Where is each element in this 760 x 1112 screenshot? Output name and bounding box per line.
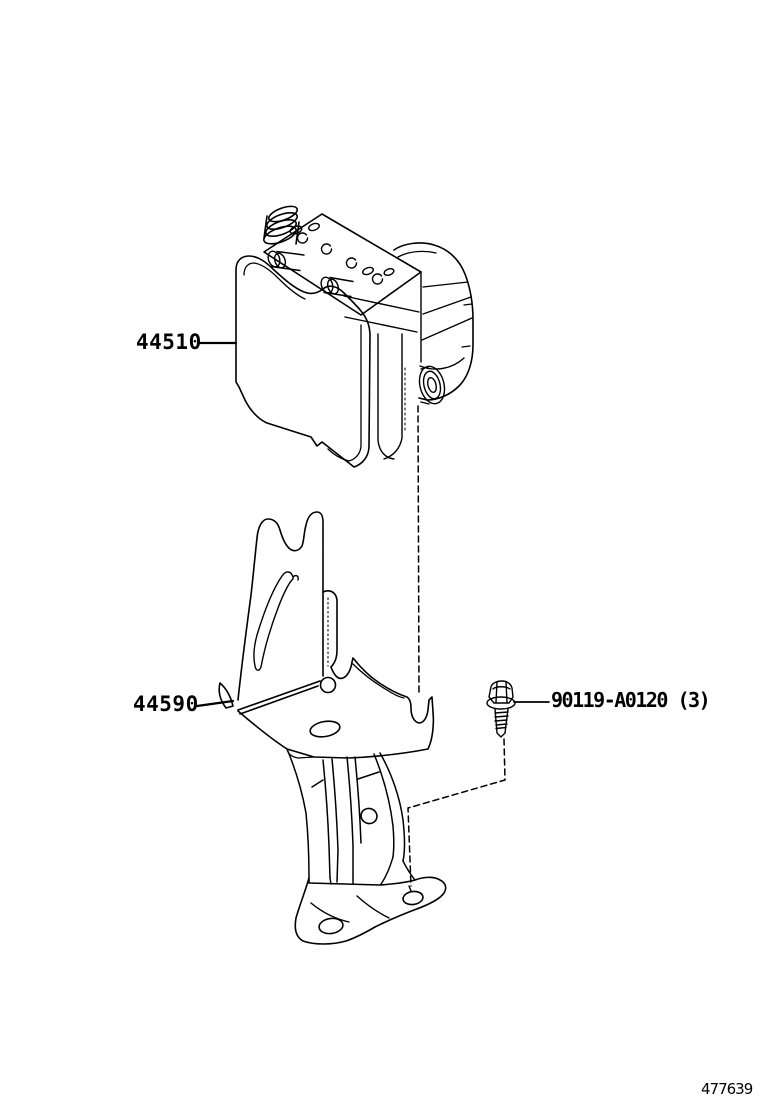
bracket-foot-folds [311,857,415,922]
port-c-marks [298,233,383,284]
pump-ring [421,369,443,400]
actuator-block-edges [344,272,464,459]
bracket-legs [287,749,405,882]
bracket-right-flange [323,591,337,667]
pump-connectors [421,367,429,404]
bolt-flange [487,697,515,709]
port-oval [362,266,375,276]
pin-cap [319,276,335,295]
actuator-inlet-cylinder [262,203,300,247]
bracket-foot-hole [402,890,424,906]
bracket-upper-plate [238,512,323,700]
port-oval [383,267,394,276]
bracket-slot-cutout [254,572,298,670]
pin-body [271,252,304,271]
actuator-pump-cylinder [416,364,448,407]
part-callout-bolt[interactable]: 90119-A0120 (3) [551,688,711,712]
part-callout-44510[interactable]: 44510 [136,330,202,354]
bolt-threads [495,709,508,737]
bracket-leg-hole [359,806,379,825]
pump-ring [426,377,437,393]
abs-actuator-drawing [236,203,473,467]
actuator-ecu-cover [236,256,370,467]
bracket-corner-boss [321,678,336,693]
actuator-port-marks [289,222,395,284]
port-oval [308,222,321,232]
bracket-platform [238,658,433,758]
assembly-dashed-line-actuator [418,406,419,694]
port-oval [289,225,303,236]
bracket-left-ear [219,683,233,708]
inlet-ring [262,223,299,248]
figure-number: 477639 [701,1080,753,1098]
motor-outline [394,243,473,400]
part-callout-44590[interactable]: 44590 [133,692,199,716]
bolt-drawing [487,681,515,737]
actuator-ecu-cover-inner-lines [244,263,361,461]
bracket-platform-hole [309,719,341,739]
bracket-drawing [219,512,445,944]
leader-line-44590 [197,701,233,706]
bracket-platform-edge [238,681,320,714]
assembly-dashed-line-bolt [408,739,505,886]
actuator-hydraulic-block-top [264,214,421,315]
actuator-pipe-pins [266,250,353,297]
bracket-foot-hole [318,917,344,935]
motor-ribs [398,251,472,347]
bolt-head [489,681,513,703]
inlet-ring [264,216,299,239]
bracket-foot [295,877,445,944]
bracket-ear-inner-line [353,664,404,698]
pin-cap [266,250,282,269]
actuator-motor [394,243,473,400]
